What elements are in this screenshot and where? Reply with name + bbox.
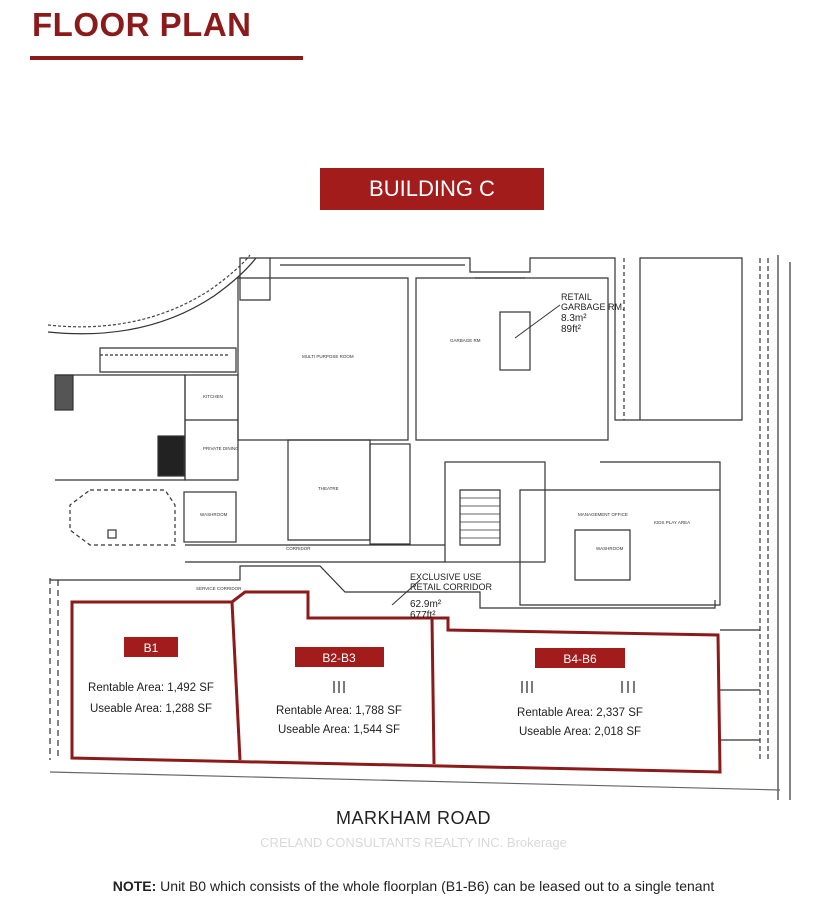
note-label: NOTE:: [112, 878, 157, 894]
unit-b4b6-badge: [535, 648, 625, 668]
unit-b4b6-name: B4-B6: [563, 652, 597, 666]
retail-garbage-line1: RETAIL: [561, 292, 592, 302]
unit-b2b3-badge: [295, 647, 384, 667]
room-label-theatre: THEATRE: [318, 486, 339, 491]
retail-garbage-imperial: 89ft²: [561, 324, 582, 335]
room-label-service-corridor: SERVICE CORRIDOR: [196, 586, 242, 591]
retail-corridor-line1: EXCLUSIVE USE: [410, 572, 482, 582]
retail-corridor-imperial: 677ft²: [410, 610, 436, 621]
footnote: NOTE: Unit B0 which consists of the whol…: [0, 878, 827, 894]
retail-corridor-line2: RETAIL CORRIDOR: [410, 582, 493, 592]
road-label: MARKHAM ROAD: [335, 808, 491, 828]
room-label-garbage: GARBAGE RM: [450, 338, 481, 343]
watermark: CRELAND CONSULTANTS REALTY INC. Brokerag…: [260, 835, 567, 850]
unit-b2b3-name: B2-B3: [322, 651, 356, 665]
room-label-kitchen: KITCHEN: [203, 394, 223, 399]
room-label-kids-play: KIDS PLAY AREA: [654, 520, 690, 525]
note-text: Unit B0 which consists of the whole floo…: [156, 878, 715, 894]
unit-b2b3-useable: Useable Area: 1,544 SF: [278, 724, 400, 736]
room-label-washroom-left: WASHROOM: [200, 512, 228, 517]
retail-corridor-metric: 62.9m²: [410, 599, 442, 610]
room-label-private-dining: PRIVATE DINING: [203, 446, 239, 451]
room-label-management-office: MANAGEMENT OFFICE: [578, 512, 628, 517]
room-label-multi-purpose: MULTI PURPOSE ROOM: [302, 354, 354, 359]
unit-b2b3-rentable: Rentable Area: 1,788 SF: [276, 705, 402, 717]
unit-b1-rentable: Rentable Area: 1,492 SF: [88, 682, 214, 694]
unit-b4b6-useable: Useable Area: 2,018 SF: [519, 726, 641, 738]
retail-garbage-line2: GARBAGE RM.: [561, 302, 625, 312]
room-label-corridor: CORRIDOR: [286, 546, 311, 551]
title-underline: [30, 56, 303, 60]
building-label: BUILDING C: [320, 168, 544, 210]
retail-garbage-metric: 8.3m²: [561, 313, 587, 324]
room-label-washroom-right: WASHROOM: [596, 546, 624, 551]
unit-b1-useable: Useable Area: 1,288 SF: [90, 703, 212, 715]
page-title: FLOOR PLAN: [32, 6, 252, 43]
unit-b4b6-rentable: Rentable Area: 2,337 SF: [517, 707, 643, 719]
unit-b1-badge: [124, 637, 178, 657]
unit-b1-name: B1: [144, 641, 159, 655]
